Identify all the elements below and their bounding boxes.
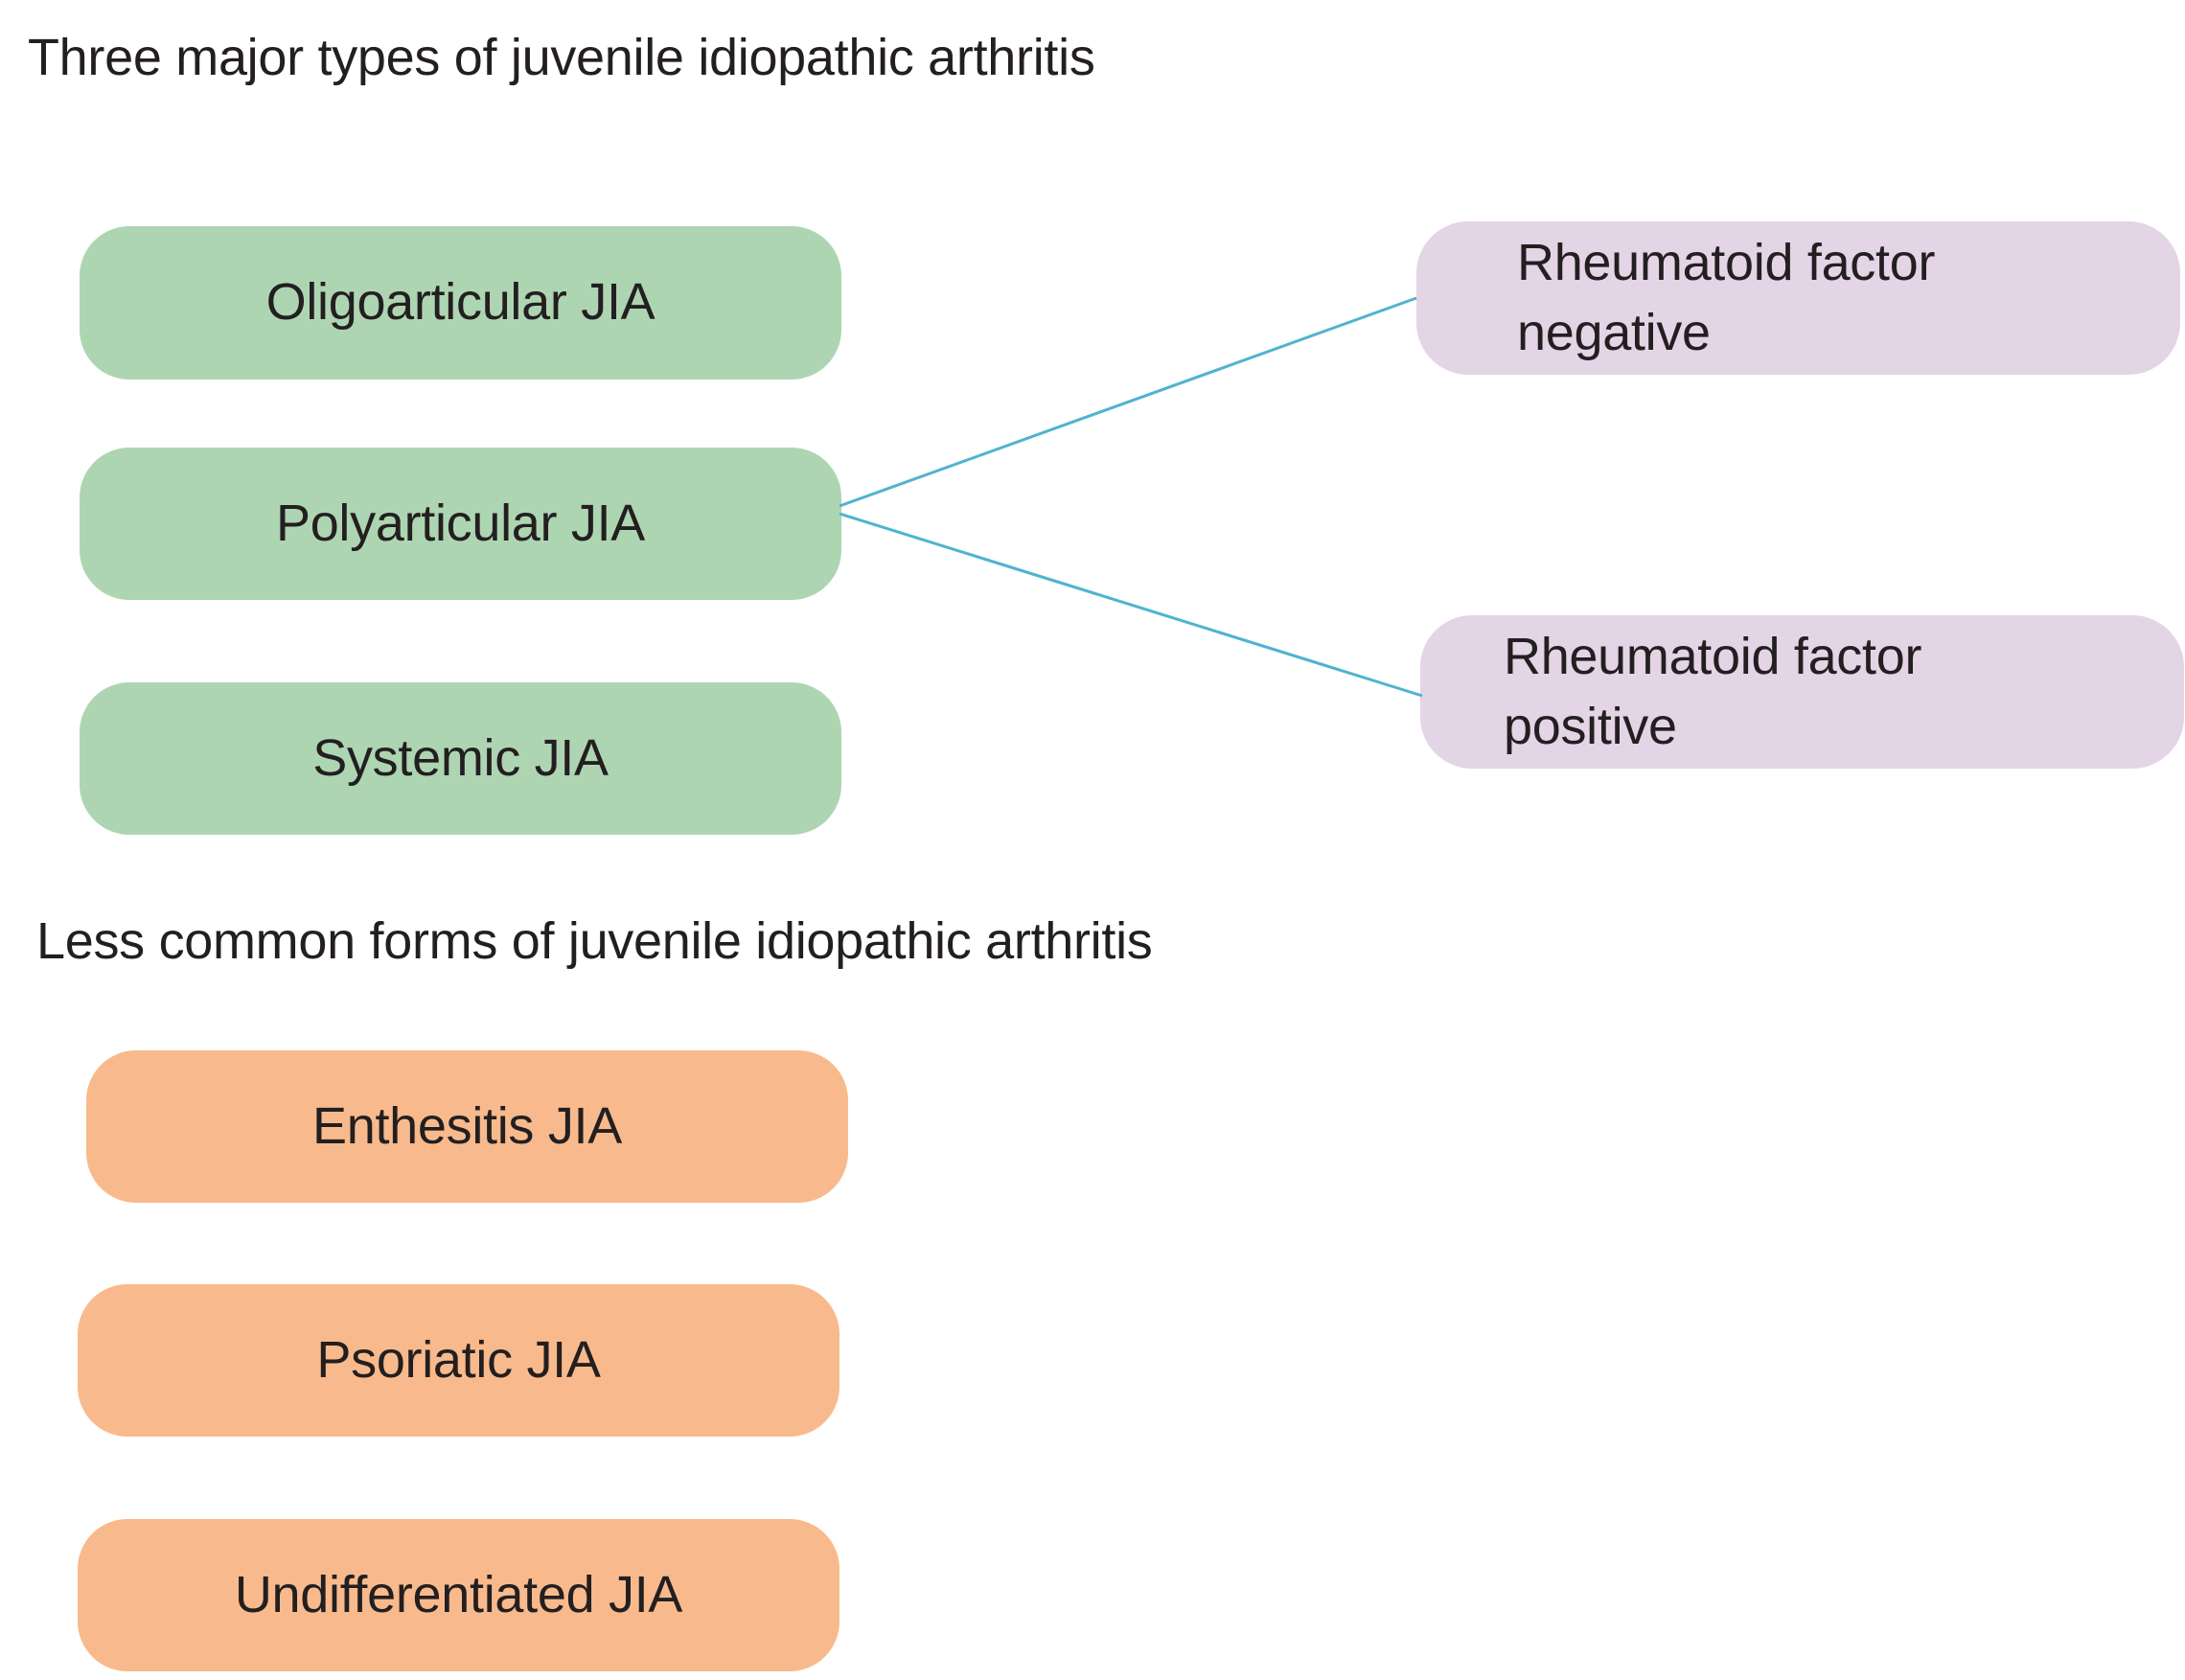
- box-rheumatoid-factor-positive: Rheumatoid factor positive: [1420, 615, 2184, 769]
- heading-less-common-forms: Less common forms of juvenile idiopathic…: [36, 912, 1153, 970]
- rf-negative-line1: Rheumatoid factor: [1517, 233, 1936, 291]
- box-systemic-jia: Systemic JIA: [80, 682, 841, 835]
- connector-poly-to-rf-negative: [839, 296, 1417, 508]
- rf-positive-line2: positive: [1504, 698, 1677, 755]
- rf-negative-line2: negative: [1517, 304, 1711, 361]
- box-psoriatic-jia: Psoriatic JIA: [78, 1284, 840, 1437]
- connector-poly-to-rf-positive: [839, 512, 1423, 698]
- box-undifferentiated-jia: Undifferentiated JIA: [78, 1519, 840, 1671]
- heading-major-types: Three major types of juvenile idiopathic…: [28, 29, 1095, 86]
- rf-positive-line1: Rheumatoid factor: [1504, 627, 1922, 685]
- box-oligoarticular-jia: Oligoarticular JIA: [80, 226, 841, 380]
- box-enthesitis-jia: Enthesitis JIA: [86, 1050, 848, 1203]
- box-rheumatoid-factor-negative: Rheumatoid factor negative: [1416, 221, 2180, 375]
- box-polyarticular-jia: Polyarticular JIA: [80, 448, 841, 600]
